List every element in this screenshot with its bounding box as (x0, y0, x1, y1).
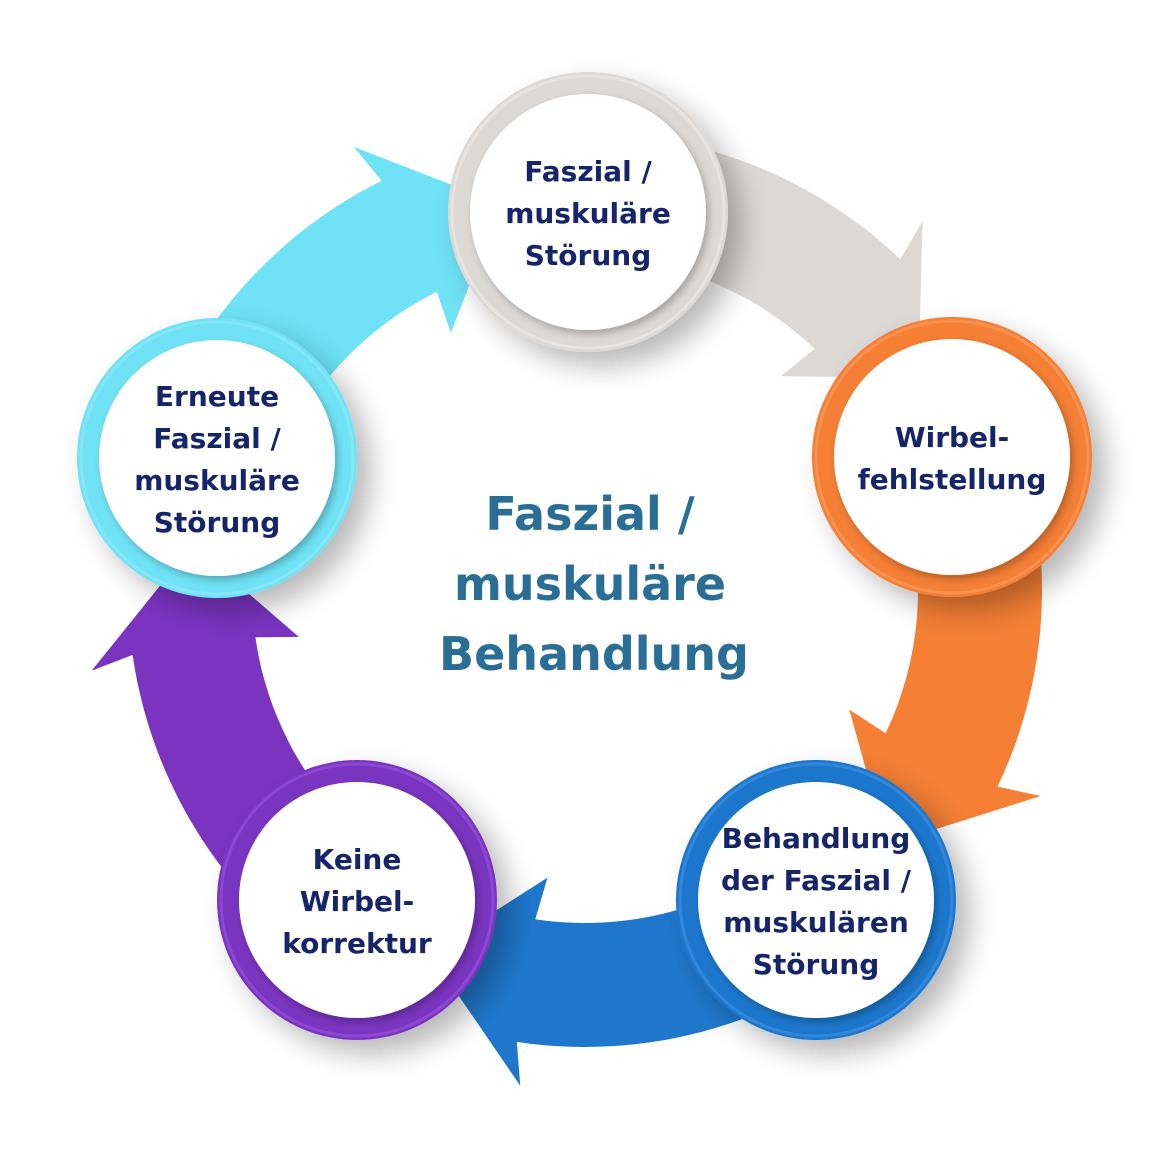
center-label: Faszial / muskuläre Behandlung (439, 487, 749, 681)
node-ring-highlight (79, 320, 355, 596)
node-label-line: Keine (313, 843, 402, 876)
node-label-line: Wirbel- (300, 885, 415, 918)
center-label-line: Behandlung (439, 627, 749, 681)
node-label-line: Behandlung (722, 822, 911, 855)
node-face (99, 340, 335, 576)
center-label-line: muskuläre (454, 557, 726, 611)
node-label-line: Störung (154, 506, 281, 539)
node-label-line: Faszial / (524, 155, 652, 188)
node-ring-highlight (814, 319, 1090, 595)
node-label-line: Störung (753, 948, 880, 981)
node-label-line: Faszial / (153, 422, 281, 455)
cycle-node-wirbelfehlstellung: Wirbel-fehlstellung (812, 317, 1092, 597)
node-label-line: muskuläre (505, 197, 671, 230)
node-label-line: muskulären (723, 906, 909, 939)
node-label-line: Störung (525, 239, 652, 272)
node-label-line: muskuläre (134, 464, 300, 497)
node-face (470, 94, 706, 330)
node-ring-highlight (219, 762, 495, 1038)
center-label-line: Faszial / (485, 487, 695, 541)
node-label-line: korrektur (282, 927, 432, 960)
node-label-line: Wirbel- (895, 421, 1010, 454)
cycle-arrow-2 (849, 524, 1042, 845)
nodes-layer: Faszial /muskuläreStörungWirbel-fehlstel… (77, 72, 1092, 1040)
node-face (834, 339, 1070, 575)
node-label-line: Erneute (155, 380, 279, 413)
node-face (239, 782, 475, 1018)
node-face (698, 782, 934, 1018)
node-label-line: der Faszial / (721, 864, 912, 897)
node-ring-highlight (678, 762, 954, 1038)
node-label-line: fehlstellung (858, 463, 1047, 496)
node-ring-highlight (450, 74, 726, 350)
